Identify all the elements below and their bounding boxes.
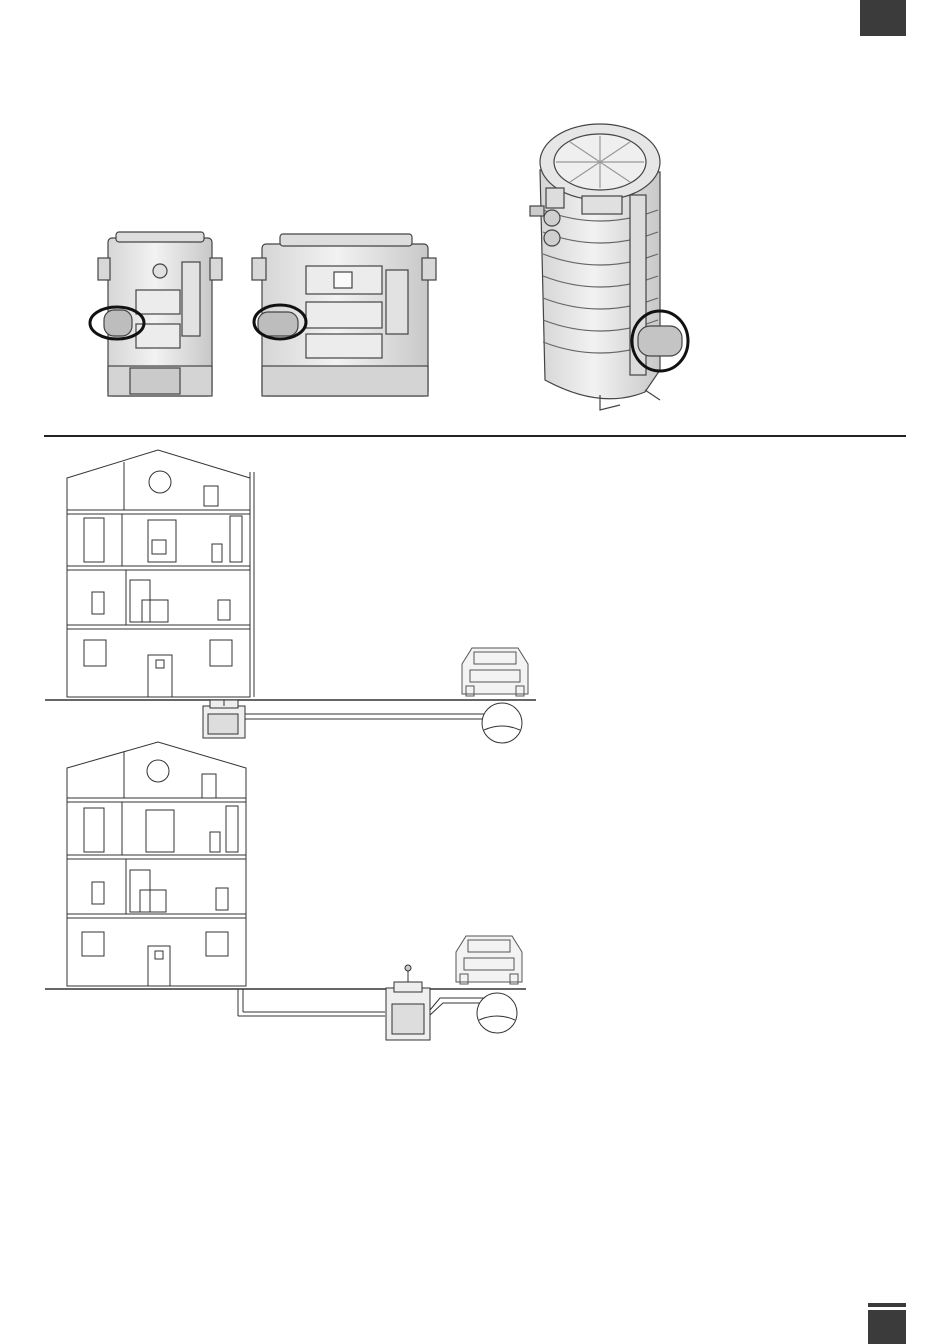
tank-medium-front [252,234,436,396]
pump-station [386,965,430,1040]
tank-small-front [90,232,222,396]
installation-under-house [45,450,536,743]
vehicle-front [462,648,528,696]
sewer-main [482,703,522,743]
vehicle-front [456,936,522,984]
installation-outside-house [45,742,526,1040]
tank-tall-perspective [530,124,688,410]
sewer-main [477,993,517,1033]
